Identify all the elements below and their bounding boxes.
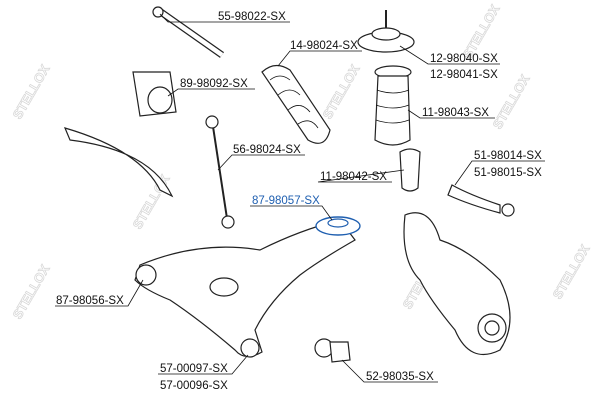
stabilizer-bar — [63, 127, 174, 198]
label-control-arm-bushing-rear[interactable]: 87-98057-SX — [252, 195, 320, 207]
steering-knuckle-part — [403, 212, 511, 356]
strut-mount-part — [357, 10, 415, 53]
label-control-arm-1[interactable]: 57-00097-SX — [160, 363, 228, 375]
steering-boot-part — [261, 64, 331, 144]
control-arm-part — [134, 219, 356, 358]
label-strut-mount-1[interactable]: 12-98040-SX — [430, 53, 498, 65]
ball-joint-part — [314, 338, 351, 363]
label-steering-boot[interactable]: 14-98024-SX — [290, 40, 358, 52]
watermark-text: STELLOX — [130, 172, 173, 232]
label-bump-stop[interactable]: 11-98042-SX — [320, 171, 387, 183]
label-control-arm-bushing-front[interactable]: 87-98056-SX — [56, 295, 124, 307]
control-arm-bushing-rear-part — [315, 216, 361, 236]
label-ball-joint[interactable]: 52-98035-SX — [366, 371, 434, 383]
watermark-text: STELLOX — [550, 242, 593, 302]
strut-boot-part — [374, 65, 412, 146]
stabilizer-bushing-part — [132, 71, 177, 117]
label-strut-mount-2[interactable]: 12-98041-SX — [430, 69, 498, 81]
label-tie-rod-end-2[interactable]: 51-98015-SX — [474, 167, 542, 179]
tie-rod-part — [152, 6, 225, 58]
part-labels: 55-98022-SX 14-98024-SX 12-98040-SX 12-9… — [56, 11, 542, 392]
leader-lines — [55, 13, 545, 383]
label-tie-rod[interactable]: 55-98022-SX — [218, 11, 286, 23]
label-control-arm-2[interactable]: 57-00096-SX — [160, 380, 228, 392]
watermark-text: STELLOX — [10, 262, 53, 322]
label-tie-rod-end-1[interactable]: 51-98014-SX — [474, 150, 542, 162]
stabilizer-link-part — [205, 115, 235, 229]
label-strut-boot[interactable]: 11-98043-SX — [422, 107, 489, 119]
tie-rod-end-part — [447, 184, 515, 217]
watermark-text: STELLOX — [320, 62, 363, 122]
label-stabilizer-link[interactable]: 56-98024-SX — [233, 144, 301, 156]
label-stabilizer-bushing[interactable]: 89-98092-SX — [180, 78, 248, 90]
bump-stop-part — [399, 148, 421, 192]
watermark-text: STELLOX — [10, 62, 53, 122]
